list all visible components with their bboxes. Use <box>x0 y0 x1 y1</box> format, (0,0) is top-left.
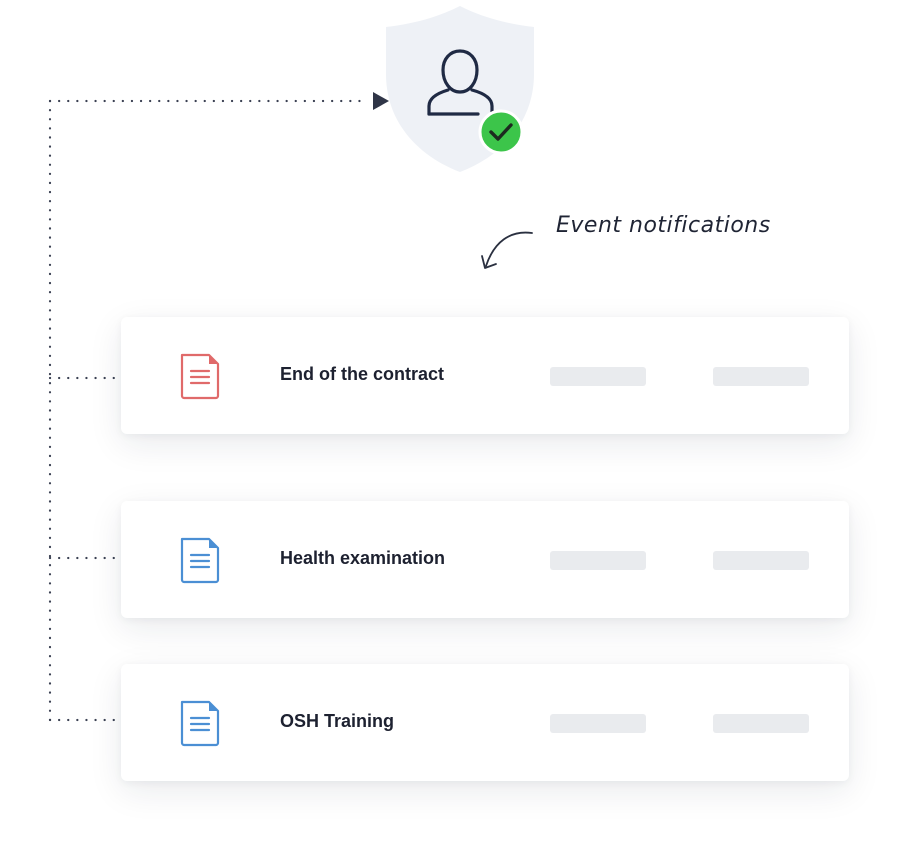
notification-card-end-of-contract[interactable]: End of the contract <box>121 317 849 434</box>
placeholder-bar <box>713 367 809 386</box>
notification-card-osh-training[interactable]: OSH Training <box>121 664 849 781</box>
document-icon <box>180 353 220 400</box>
arrow-head-icon <box>373 92 389 110</box>
placeholder-bar <box>713 714 809 733</box>
notification-label: End of the contract <box>280 364 445 384</box>
user-icon <box>427 49 494 116</box>
curved-arrow-icon <box>481 231 533 269</box>
check-icon <box>478 109 524 155</box>
document-icon <box>180 537 220 584</box>
event-notifications-annotation: Event notifications <box>556 213 771 238</box>
placeholder-bar <box>713 551 809 570</box>
user-shield <box>380 4 540 176</box>
placeholder-bar <box>550 367 646 386</box>
placeholder-bar <box>550 551 646 570</box>
notification-label: Health examination <box>280 548 446 568</box>
placeholder-bar <box>550 714 646 733</box>
document-icon <box>180 700 220 747</box>
notification-label: OSH Training <box>280 711 395 731</box>
notification-card-health-examination[interactable]: Health examination <box>121 501 849 618</box>
